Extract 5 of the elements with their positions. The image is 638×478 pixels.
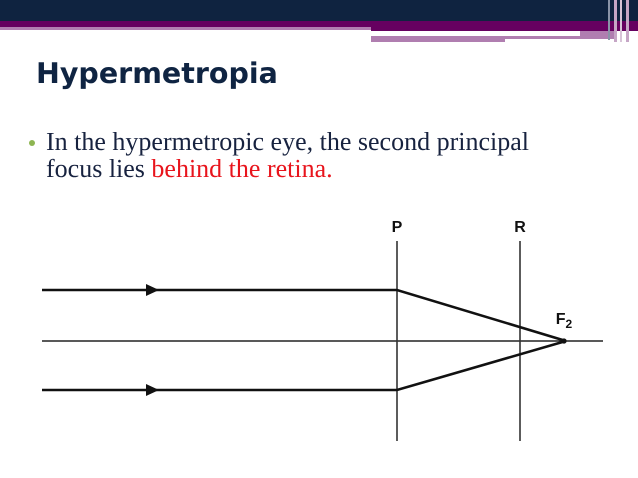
line-label: R [514, 219, 526, 237]
slide-title: Hypermetropia [36, 57, 278, 91]
line-label: P [392, 219, 402, 237]
bullet-text: In the hypermetropic eye, the second principal focus lies behind the retina. [46, 128, 530, 182]
focus-label: F$_{2}$ [556, 310, 572, 334]
